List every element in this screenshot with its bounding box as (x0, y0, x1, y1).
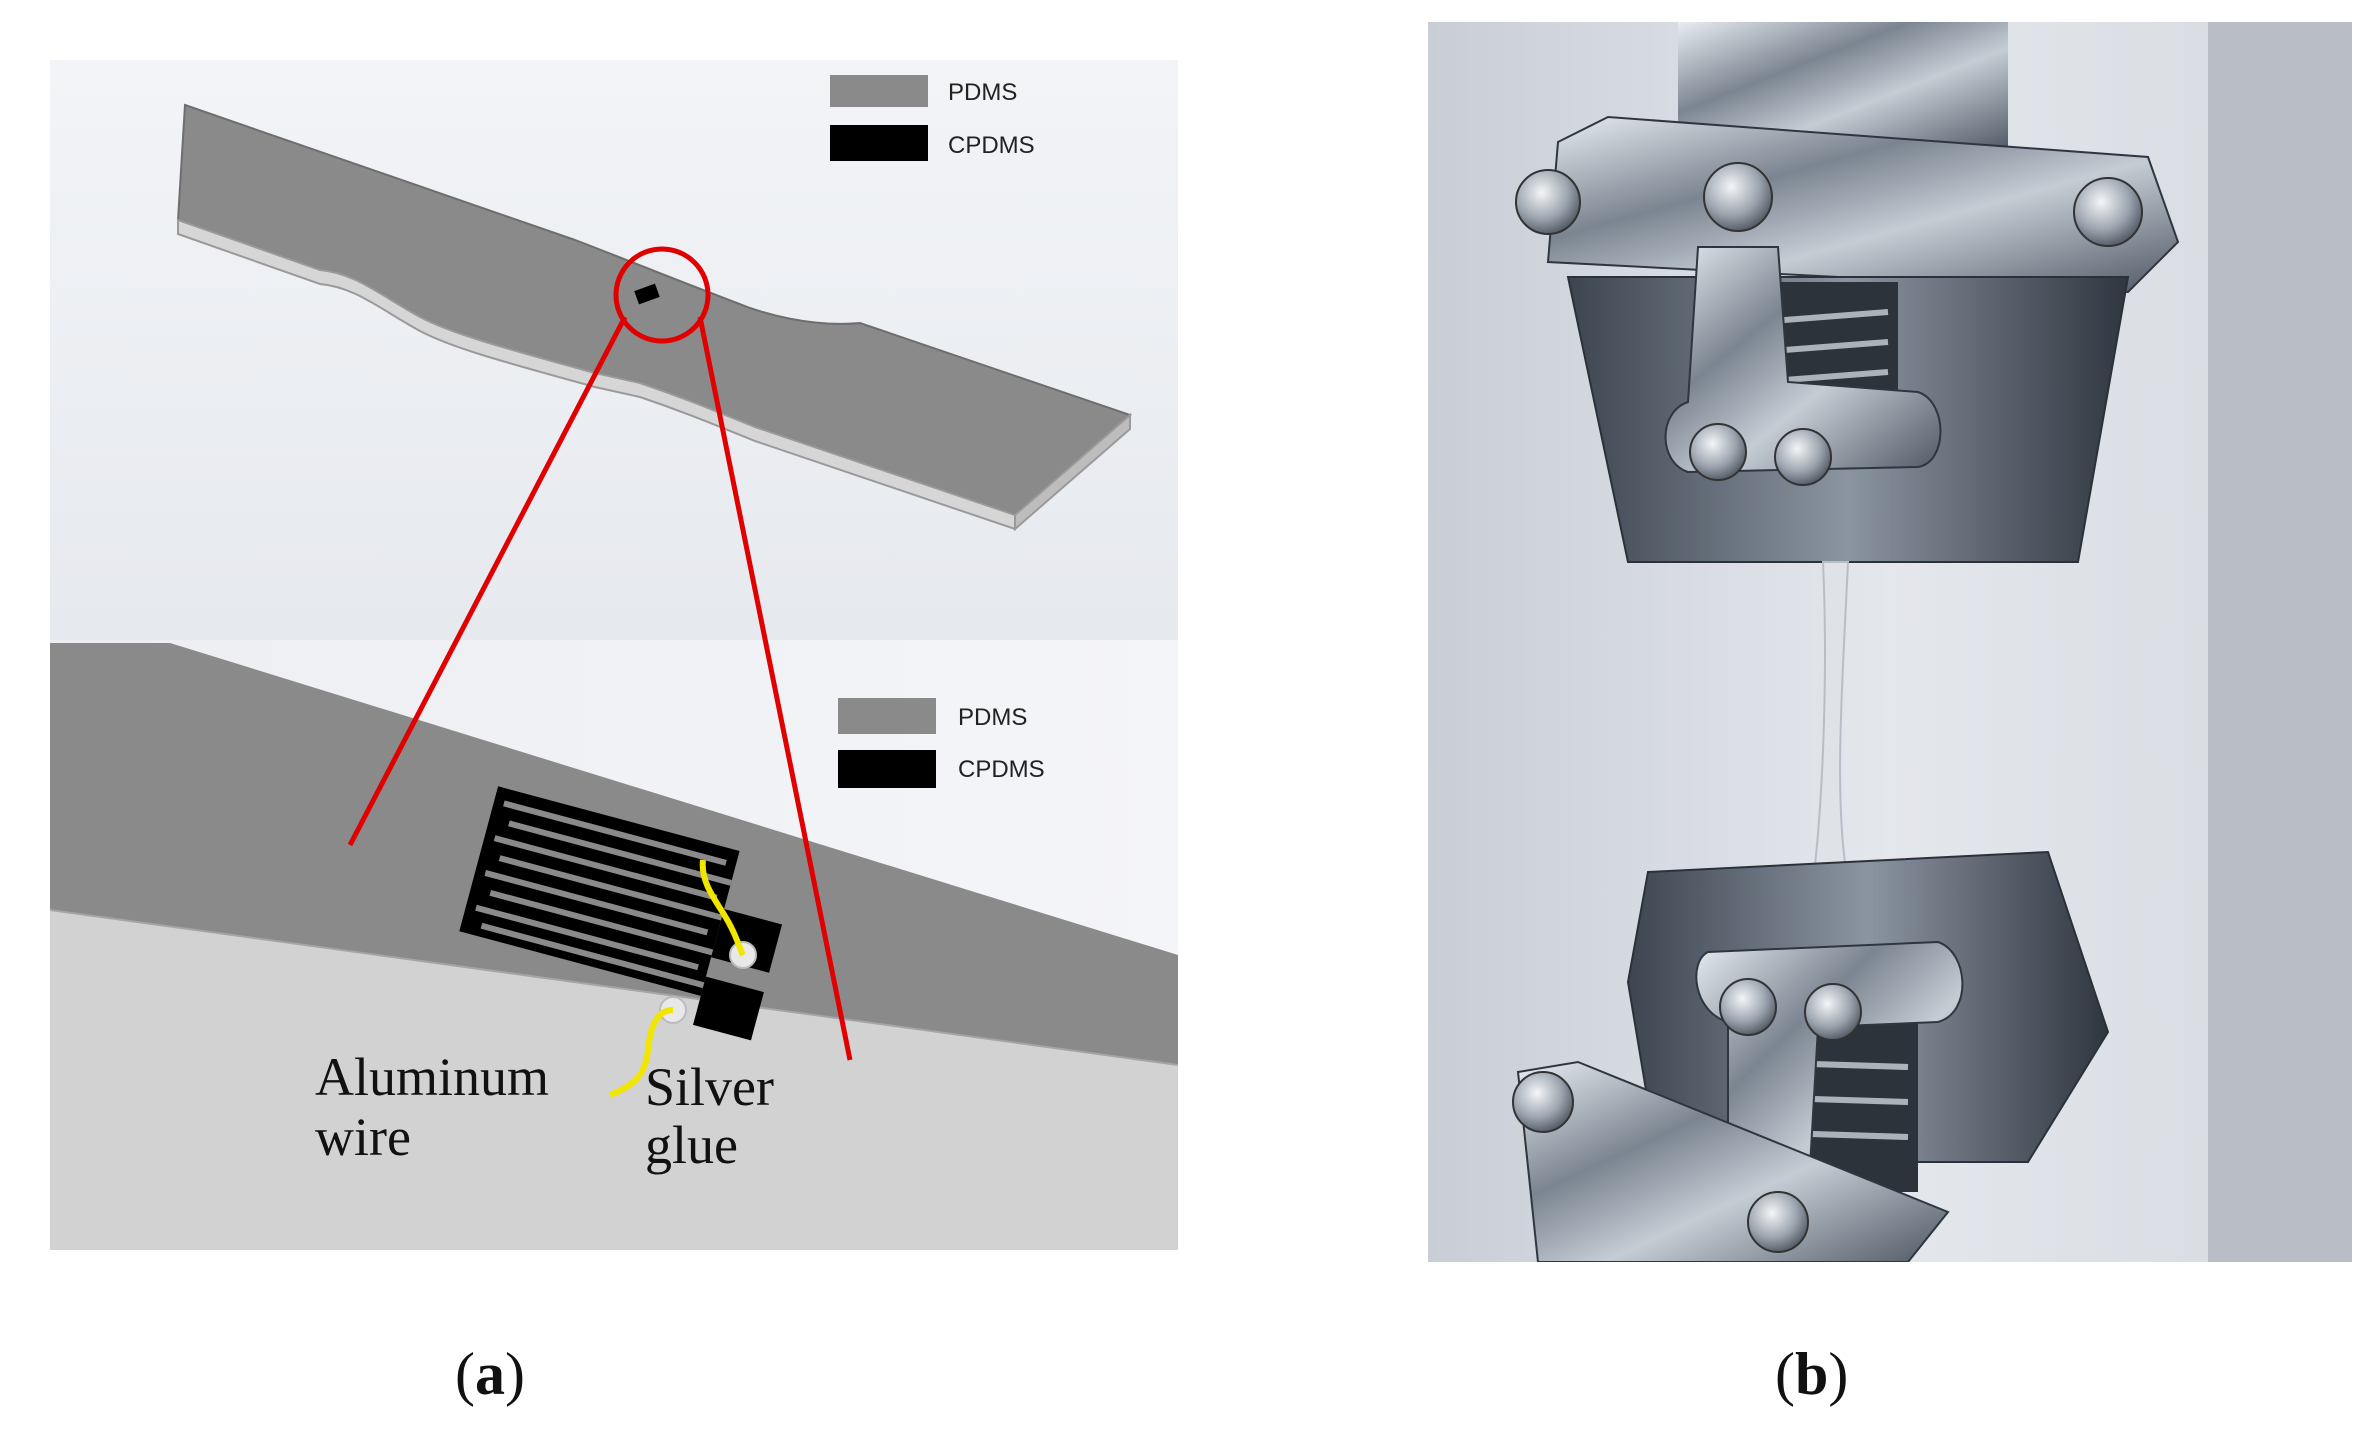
caption-b-letter: b (1794, 1341, 1829, 1407)
panel-b-photo (1428, 22, 2352, 1262)
legend-bottom-pdms-label: PDMS (958, 704, 1027, 731)
dogbone-end-face (1014, 412, 1131, 532)
lower-grip (1512, 850, 2110, 1262)
legend-bottom-cpdms-swatch (838, 750, 936, 788)
serpentine-gaps (475, 800, 732, 989)
contact-pad-2 (693, 976, 764, 1041)
aluminum-wire-label-line1: Aluminum (315, 1047, 549, 1107)
caption-b: (b) (1775, 1340, 1848, 1409)
lower-screw-left-icon (1512, 1071, 1574, 1133)
upper-screw-left-icon (1515, 169, 1581, 235)
upper-link-plate (1664, 246, 1942, 474)
legend-top-pdms-swatch (830, 75, 928, 107)
legend-bottom: PDMS CPDMS (838, 698, 1045, 788)
upper-screw-right-icon (2073, 177, 2143, 247)
panel-a-svg: PDMS CPDMS (50, 60, 1178, 1250)
caption-a: (a) (455, 1340, 525, 1409)
specimen-sensor (634, 283, 660, 305)
panel-b-svg (1428, 22, 2352, 1262)
legend-top-pdms-label: PDMS (948, 79, 1017, 106)
upper-screw-link-1-icon (1689, 423, 1747, 481)
zoom-line-left (347, 315, 628, 847)
legend-bottom-cpdms-label: CPDMS (958, 756, 1045, 783)
legend-top: PDMS CPDMS (830, 75, 1035, 161)
panel-a-diagram: PDMS CPDMS (50, 55, 1178, 1255)
caption-a-letter: a (474, 1341, 505, 1407)
lower-screw-link-2-icon (1804, 983, 1862, 1041)
legend-top-cpdms-swatch (830, 125, 928, 161)
legend-bottom-pdms-swatch (838, 698, 936, 734)
zoomed-strip-side-face (50, 910, 1178, 1250)
zoom-line-right (697, 316, 853, 1061)
caption-a-close: ) (504, 1341, 525, 1407)
serpentine-sensor (459, 786, 783, 1041)
lower-screw-link-1-icon (1719, 978, 1777, 1036)
aluminum-wire-label-line2: wire (315, 1107, 411, 1167)
zoom-circle (613, 246, 711, 344)
zoomed-strip-edge (50, 909, 1178, 1066)
silver-glue-label-line2: glue (645, 1115, 738, 1175)
upper-screw-center-icon (1703, 162, 1773, 232)
silver-glue-label-line1: Silver (645, 1057, 774, 1117)
legend-top-cpdms-label: CPDMS (948, 132, 1035, 159)
photo-right-shadow (2208, 22, 2352, 1262)
upper-screw-link-2-icon (1774, 428, 1832, 486)
aluminum-wire-1 (699, 859, 746, 957)
caption-b-open: ( (1775, 1341, 1795, 1407)
upper-grip (1515, 22, 2180, 563)
caption-b-close: ) (1828, 1341, 1849, 1407)
caption-a-open: ( (455, 1341, 475, 1407)
lower-screw-bottom-icon (1747, 1191, 1809, 1253)
aluminum-wire-2 (608, 1007, 674, 1098)
lower-clamp-lever (1516, 1060, 1950, 1262)
